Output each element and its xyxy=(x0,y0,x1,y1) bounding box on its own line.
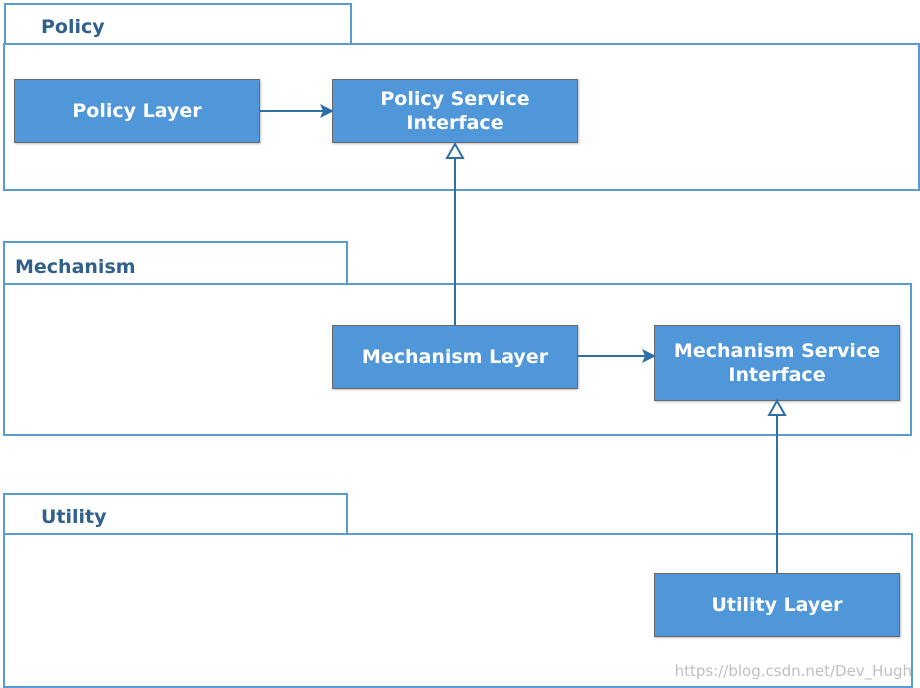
utility-package-tab xyxy=(3,493,348,535)
mechanism-service-interface-label-line2: Interface xyxy=(728,364,826,386)
policy-layer-box: Policy Layer xyxy=(14,79,260,143)
mechanism-layer-to-mechanism-interface-arrow xyxy=(578,349,656,363)
watermark-text: https://blog.csdn.net/Dev_Hugh xyxy=(674,662,912,680)
policy-service-interface-label-line1: Policy Service xyxy=(380,88,530,110)
mechanism-package-tab xyxy=(3,241,348,285)
policy-service-interface-label-line2: Interface xyxy=(406,112,504,134)
mechanism-layer-to-policy-interface-realization xyxy=(445,141,465,325)
utility-layer-label: Utility Layer xyxy=(711,594,843,616)
utility-package-title: Utility xyxy=(41,506,107,528)
utility-layer-box: Utility Layer xyxy=(654,573,900,637)
mechanism-layer-box: Mechanism Layer xyxy=(332,325,578,389)
policy-service-interface-box: Policy Service Interface xyxy=(332,79,578,143)
policy-layer-label: Policy Layer xyxy=(72,100,202,122)
policy-package-title: Policy xyxy=(41,16,105,38)
policy-layer-to-policy-interface-arrow xyxy=(260,104,334,118)
mechanism-layer-label: Mechanism Layer xyxy=(361,346,549,368)
policy-package-tab xyxy=(4,3,352,45)
mechanism-package-title: Mechanism xyxy=(15,256,136,278)
utility-layer-to-mechanism-interface-realization xyxy=(767,398,787,573)
mechanism-service-interface-label-line1: Mechanism Service xyxy=(673,340,881,362)
mechanism-service-interface-box: Mechanism Service Interface xyxy=(654,325,900,401)
